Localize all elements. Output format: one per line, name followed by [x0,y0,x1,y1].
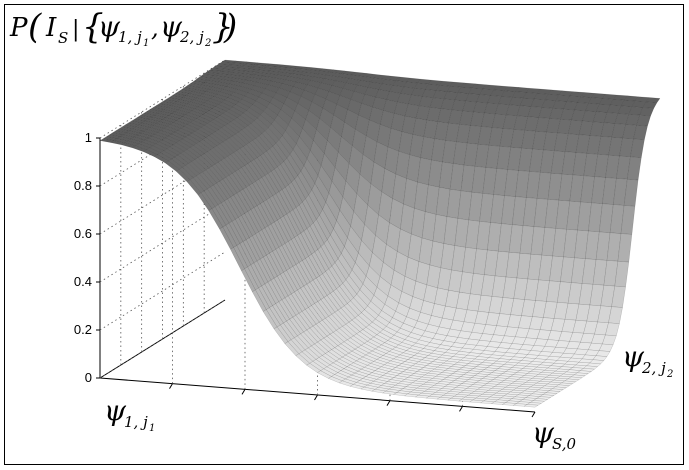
title-psi1: ψ [98,10,121,43]
svg-text:ψ: ψ [104,394,127,427]
surface-patch [554,384,571,388]
surface-patch [523,404,539,408]
x2-axis-label: ψ 2, j 2 [622,340,673,380]
surface-patch [630,138,645,158]
u-tick-mark-3 [314,394,318,401]
surface-patch [539,394,555,398]
surface-patch [586,362,602,367]
surface-patch [627,156,642,181]
x3-axis-label: ψ S,0 [532,416,577,453]
z-tick-label-2: 0.4 [74,274,92,289]
z-tick-label-5: 1 [85,130,92,145]
surface-patch [582,365,599,370]
svg-text:1: 1 [149,423,155,434]
svg-text:2: 2 [666,369,673,380]
title-S: S [58,29,68,47]
surface-patch [557,382,574,386]
title-bar: | [72,17,79,42]
title-sub1b: 1 [143,38,149,49]
title-sub1: 1, j [118,28,142,46]
svg-text:S,0: S,0 [552,435,577,453]
svg-text:): ) [223,7,237,47]
surface-patch [602,334,617,346]
svg-text:{: { [82,7,104,47]
svg-text:1, j: 1, j [124,413,148,431]
svg-text:ψ: ψ [622,340,645,373]
z-tick-label-0: 0 [85,370,92,385]
svg-text:}: } [212,7,234,47]
svg-text:2, j: 2, j [641,359,666,377]
u-tick-mark-6 [531,411,536,418]
surface-mesh [99,59,661,408]
title-sub2b: 2 [204,38,211,49]
z-axis-ticks: 0 0.2 0.4 0.6 0.8 1 [74,130,536,418]
u-tick-mark-5 [459,406,463,412]
u-tick-mark-1 [169,383,173,389]
grid-z-back-1 [99,251,226,331]
z-tick-label-1: 0.2 [74,322,92,337]
surface-patch [645,97,661,104]
svg-text:(: ( [28,7,42,47]
surface-patch [614,260,630,288]
title-I: I [45,13,57,43]
u-tick-mark-4 [386,400,391,406]
surface-patch [605,322,620,337]
svg-text:,: , [151,14,159,42]
u-tick-mark-2 [241,389,246,395]
chart-title: P ( I S | { ψ 1, j 1 , ψ 2, j 2 } ) [9,7,237,49]
surface-patch [608,306,623,324]
z-tick-label-4: 0.8 [74,178,92,193]
title-P: P [9,13,28,43]
title-sub2: 2, j [179,28,204,46]
x1-axis-label: ψ 1, j 1 [104,394,155,434]
title-psi2: ψ [160,10,183,43]
surface-patch [642,101,658,109]
svg-text:ψ: ψ [532,416,555,449]
z-tick-label-3: 0.6 [74,226,92,241]
surface-patch [639,107,655,117]
